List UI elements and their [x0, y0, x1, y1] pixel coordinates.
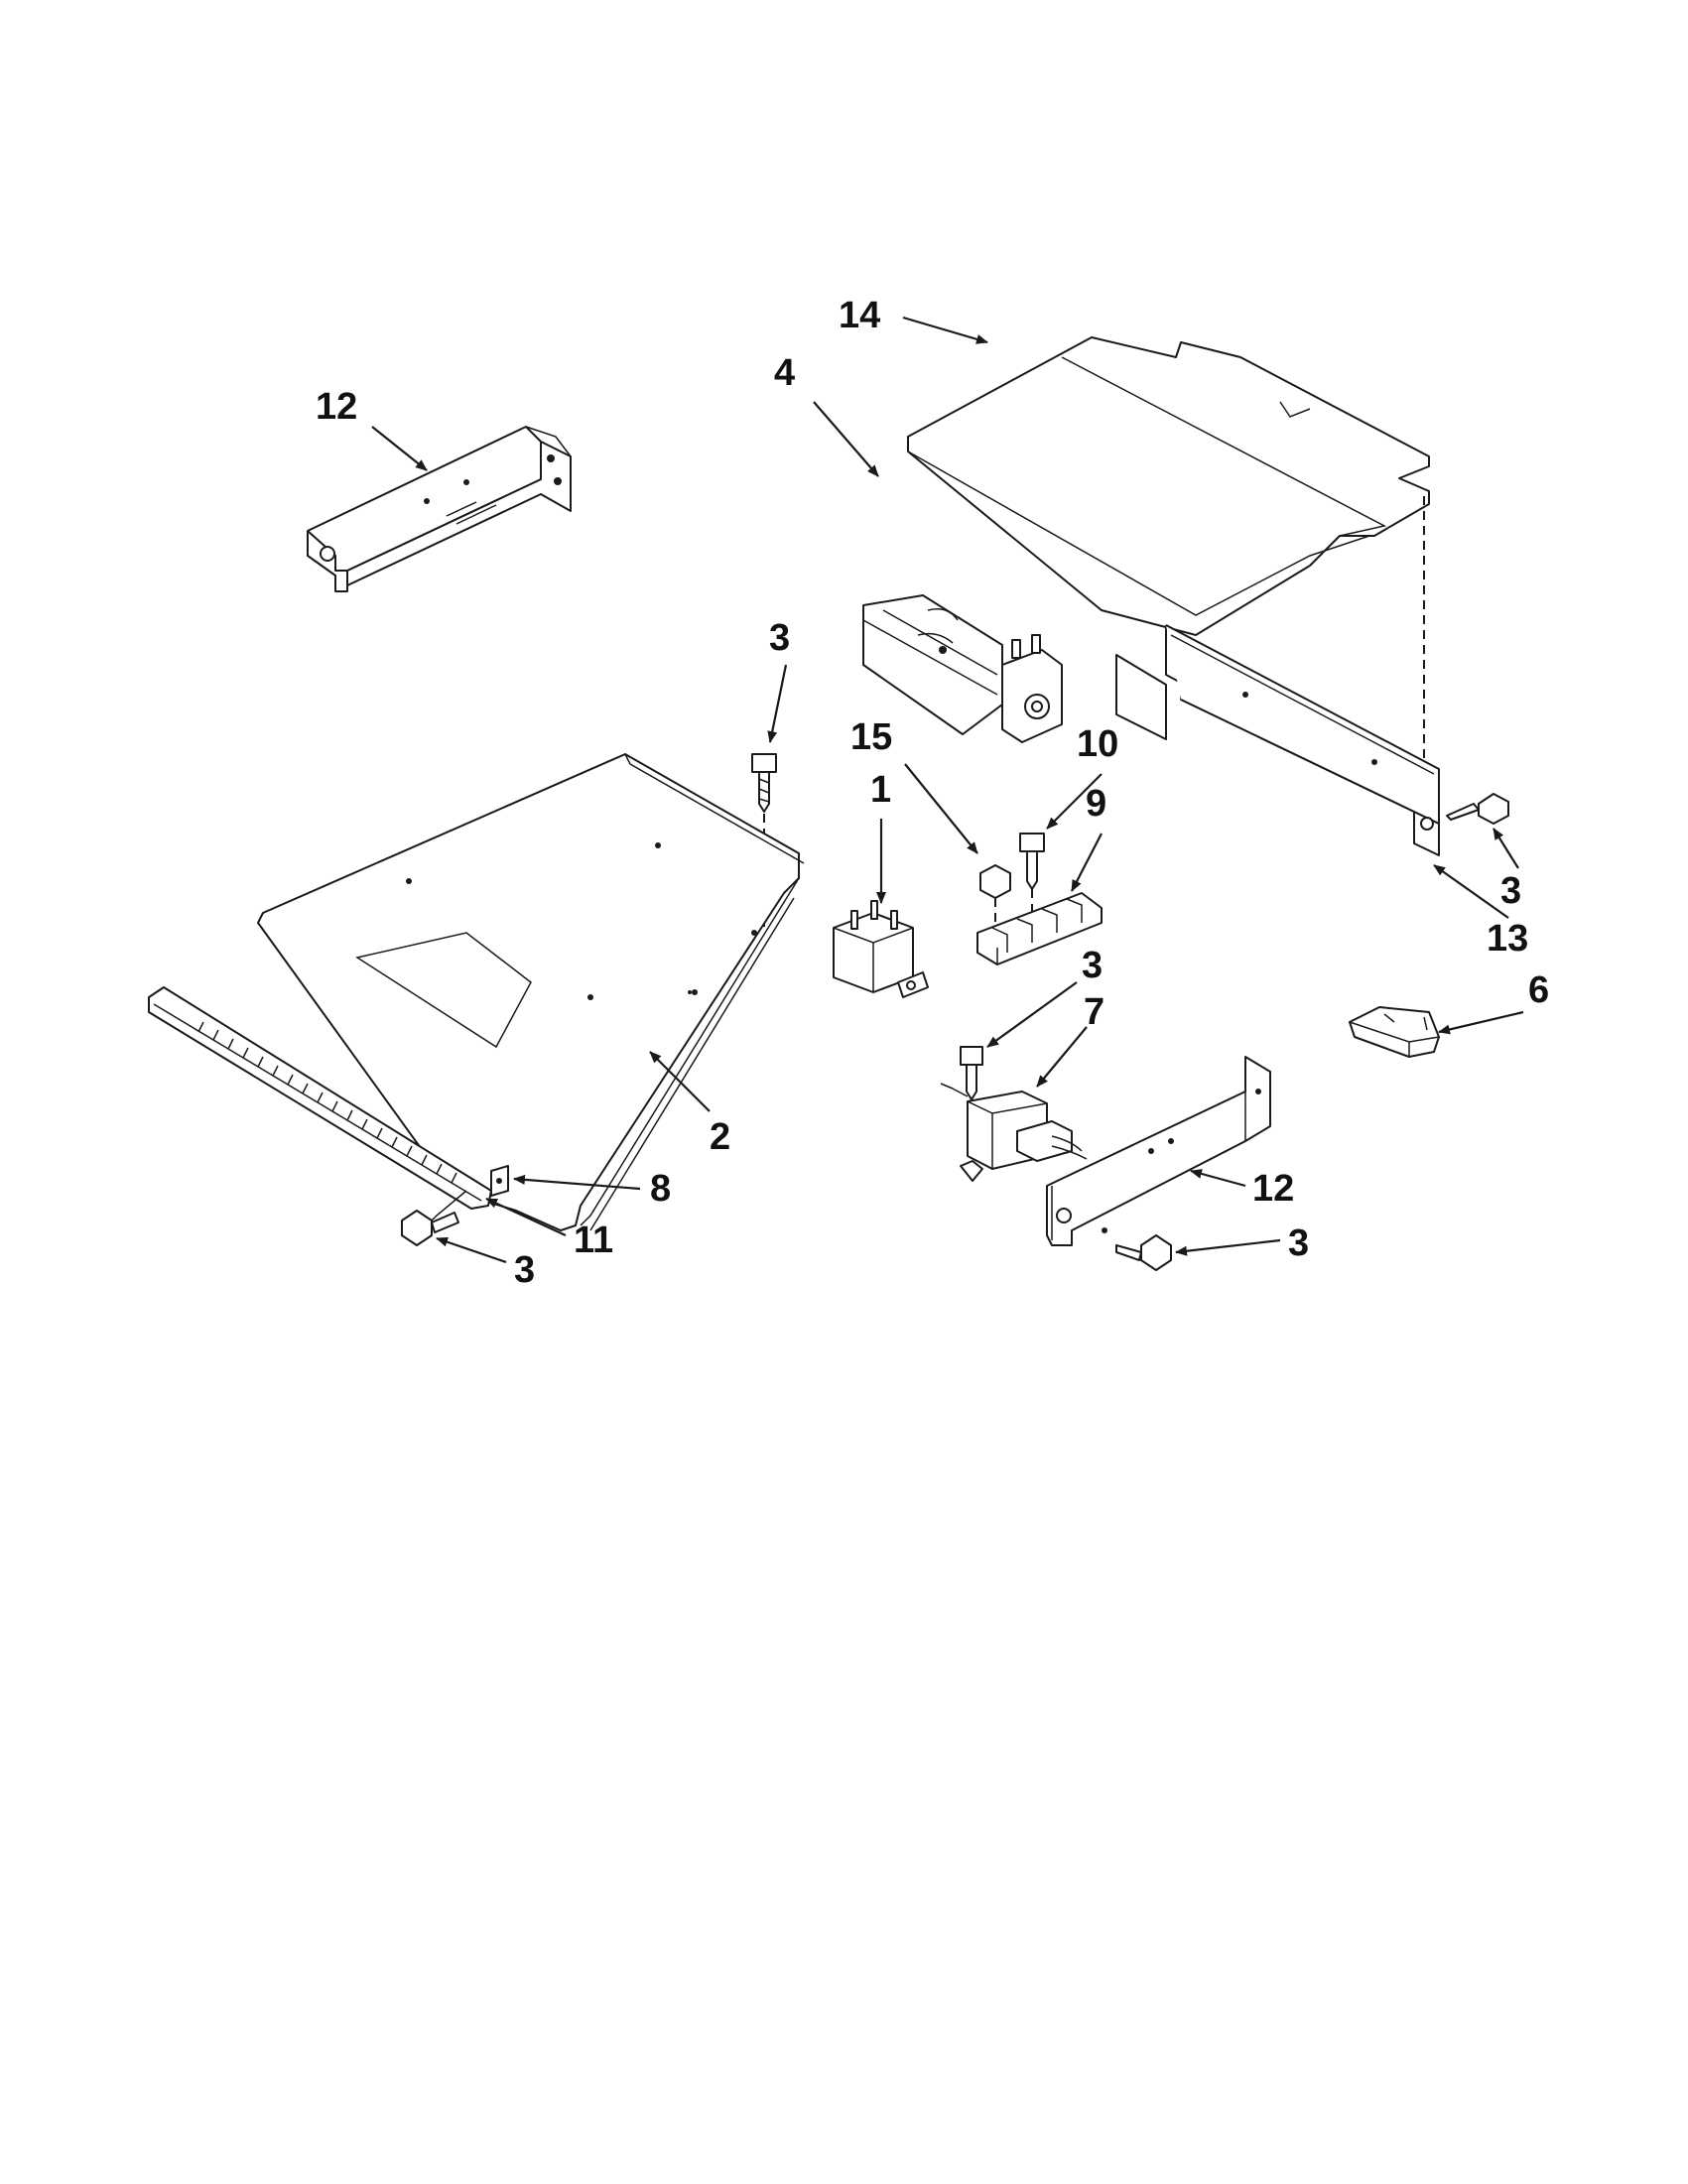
callout-3-e: 3 — [1288, 1222, 1309, 1264]
leader-15 — [904, 763, 978, 854]
callout-1: 1 — [870, 769, 891, 811]
part-12-lower-bracket — [1046, 1056, 1271, 1246]
callout-13: 13 — [1487, 918, 1528, 960]
leader-lines — [371, 316, 1524, 1264]
callout-labels: 12 14 4 3 15 10 1 9 3 13 6 3 7 2 8 11 3 … — [316, 295, 1549, 1291]
callout-3-b: 3 — [1082, 945, 1103, 986]
callout-3-d: 3 — [514, 1249, 535, 1291]
callout-9: 9 — [1086, 783, 1106, 825]
part-6-cover-box — [1349, 1006, 1440, 1058]
part-1-relay — [833, 900, 929, 998]
screw-3-d — [401, 1210, 459, 1246]
callout-3-c: 3 — [1500, 870, 1521, 912]
part-13-support-rail — [1115, 624, 1440, 856]
leader-13 — [1433, 864, 1509, 919]
leader-7 — [1036, 1026, 1088, 1088]
leader-2 — [649, 1051, 711, 1112]
part-8-clip — [490, 1165, 509, 1197]
leader-3-b — [986, 981, 1078, 1048]
callout-12-bottom: 12 — [1252, 1168, 1294, 1210]
callout-15: 15 — [850, 716, 892, 758]
leader-12-top — [371, 426, 428, 471]
part-14-top-panel — [907, 336, 1430, 789]
callout-8: 8 — [650, 1168, 671, 1210]
leader-6 — [1438, 1010, 1524, 1035]
leader-12-bottom — [1190, 1169, 1246, 1188]
callout-12-top: 12 — [316, 386, 357, 428]
screw-3-e — [1115, 1234, 1172, 1271]
screw-3-b — [960, 1046, 983, 1100]
callout-2: 2 — [710, 1116, 730, 1158]
callout-4: 4 — [774, 352, 795, 394]
leader-9 — [1071, 833, 1103, 892]
leader-4 — [813, 401, 879, 477]
callout-6: 6 — [1528, 969, 1549, 1011]
leader-3-a — [767, 664, 788, 743]
part-9-terminal-block — [976, 892, 1103, 965]
callout-10: 10 — [1077, 723, 1118, 765]
leader-8 — [513, 1174, 641, 1191]
leader-3-d — [436, 1236, 507, 1264]
part-12-upper-bracket — [307, 426, 572, 592]
part-4-valve-assembly — [862, 594, 1063, 743]
screw-3-c — [1446, 793, 1509, 825]
callout-7: 7 — [1084, 991, 1104, 1033]
leader-14 — [902, 316, 988, 344]
callout-14: 14 — [839, 295, 880, 336]
part-7-transformer — [940, 1083, 1088, 1182]
part-10-screw — [1019, 833, 1045, 923]
part-15-nut — [979, 864, 1011, 928]
part-2-bottom-panel — [257, 753, 805, 1231]
callout-11: 11 — [574, 1220, 613, 1261]
leader-3-c — [1493, 828, 1519, 869]
leader-11 — [485, 1198, 567, 1236]
leader-10 — [1046, 773, 1103, 830]
callout-3-a: 3 — [769, 617, 790, 659]
leader-3-e — [1175, 1238, 1281, 1256]
